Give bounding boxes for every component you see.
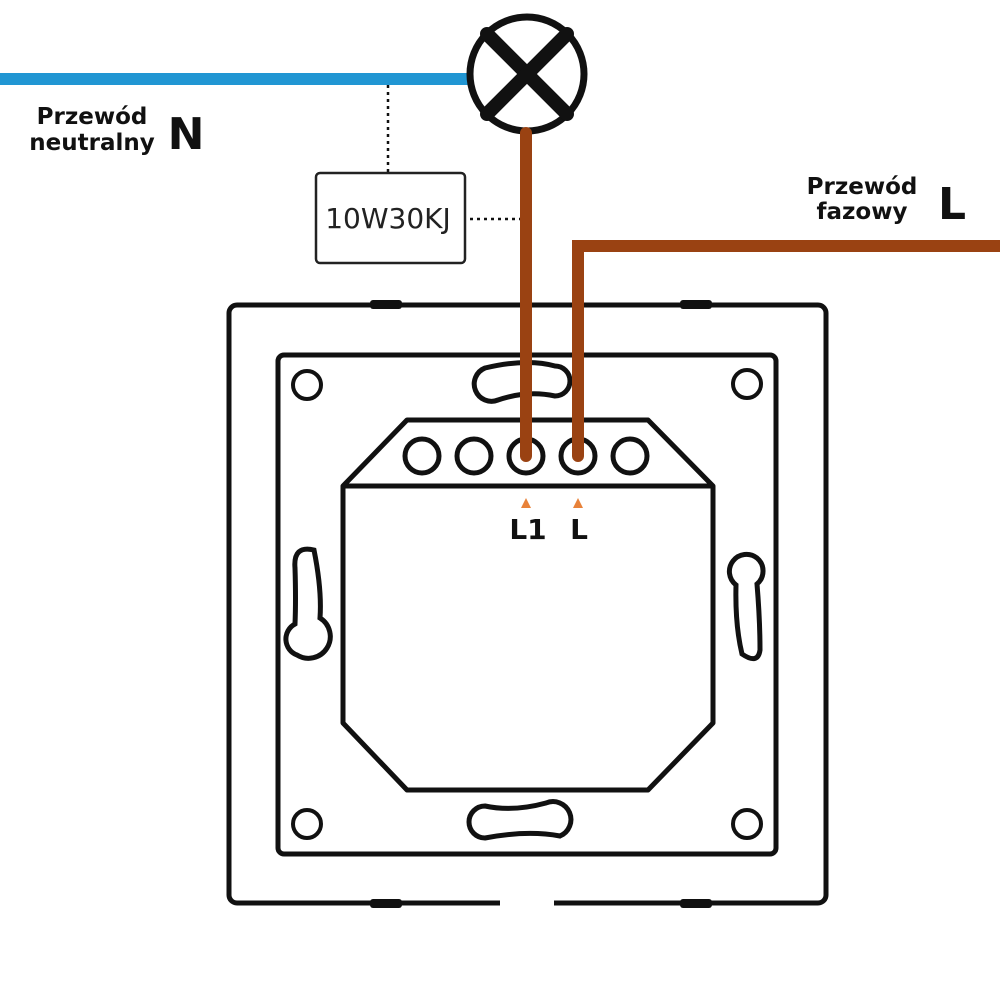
- component-box: 10W30KJ: [314, 171, 467, 265]
- switch-module-body: [340, 417, 716, 793]
- terminal-2: [454, 436, 494, 476]
- component-label: 10W30KJ: [325, 202, 451, 235]
- mounting-slots: [283, 359, 766, 841]
- phase-symbol: L: [938, 179, 966, 230]
- neutral-label-line1: Przewód: [37, 104, 148, 130]
- l1-marker: [521, 498, 531, 508]
- neutral-label-line2: neutralny: [29, 130, 154, 156]
- phase-wire: [572, 240, 1000, 462]
- plate-clips: [370, 300, 712, 908]
- terminal-1: [402, 436, 442, 476]
- neutral-symbol: N: [168, 109, 205, 160]
- phase-label-line1: Przewód: [807, 174, 918, 200]
- l-marker: [573, 498, 583, 508]
- lamp-cross-icon: [466, 13, 588, 135]
- terminal-l-label: L: [570, 513, 588, 546]
- screw-holes: [291, 368, 763, 840]
- terminal-5: [610, 436, 650, 476]
- bottom-notch: [500, 899, 554, 907]
- terminal-l1-label: L1: [509, 513, 546, 546]
- phase-label-line2: fazowy: [817, 199, 908, 225]
